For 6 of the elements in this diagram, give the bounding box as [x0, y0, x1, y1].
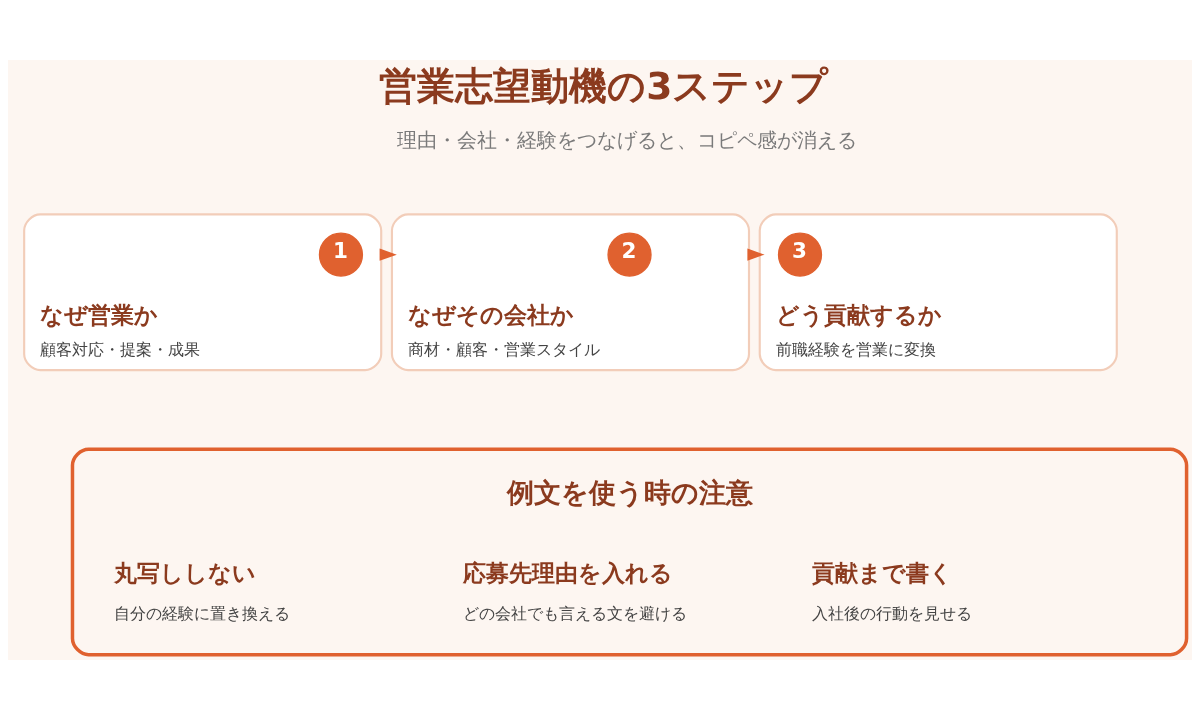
node-circle: 3 — [777, 232, 823, 277]
node-circle: 2 — [607, 232, 652, 277]
label: 理由・会社・経験をつなげると、コピペ感が消える — [397, 127, 858, 152]
node-box: 例文を使う時の注意 丸写ししない 応募先理由を入れる 貢献まで書く 自分の経験に置き換える どの会社でも言える文を避ける 入社後の行動を見せる — [70, 447, 1189, 657]
diagram-title: 営業志望動機の3ステップ — [379, 64, 829, 109]
node-circle: 1 — [318, 232, 364, 277]
